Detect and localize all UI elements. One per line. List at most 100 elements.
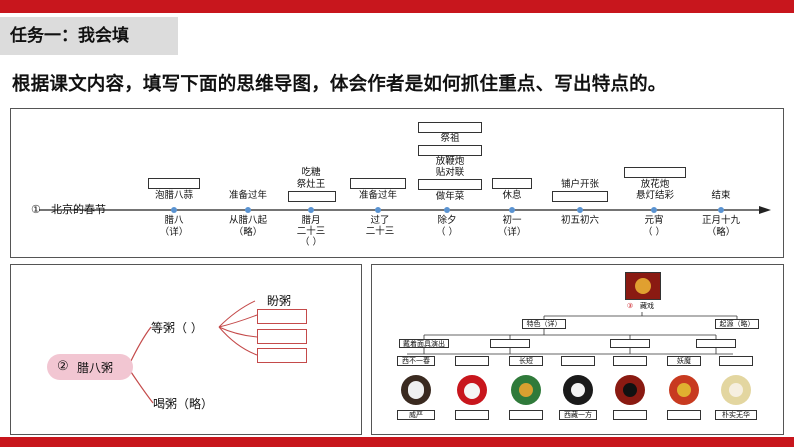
mask-image [563,375,593,405]
timeline-bottom-label: 腊月 [301,215,321,226]
tree-level1-right: 起源（略） [715,319,759,329]
task-title: 任务一：我会填 [0,17,178,55]
mask-image [511,375,541,405]
timeline-dot [171,207,177,213]
timeline-dot [509,207,515,213]
timeline-panel: ① 北京的春节 泡腊八蒜 腊八 （详） 准备过年 从腊八起 （略） 吃糖 祭灶王… [10,108,784,258]
tree-level1-left: 特色（详） [522,319,566,329]
timeline-bottom-label: （ ） [642,227,666,238]
timeline-top-label: 吃糖 [301,167,321,178]
top-red-bar [0,0,794,13]
mindmap-center-node [47,354,133,380]
tree-level2-box[interactable] [696,339,736,348]
timeline-blank-box[interactable] [350,178,406,189]
timeline-dot [444,207,450,213]
tree-level3-box[interactable] [719,356,753,366]
timeline-top-label: 做年菜 [435,191,465,202]
timeline-bottom-label: 正月十九 [701,215,740,226]
timeline-bottom-label: （略） [706,227,736,238]
mindmap-leaf1: 盼粥 [267,294,292,308]
timeline-bottom-label: 从腊八起 [228,215,267,226]
timeline-blank-box[interactable] [492,178,532,189]
tree-level3-box: 西不一春 [397,356,435,366]
mask-image [615,375,645,405]
tree-bottom-box: 朴实无华 [715,410,757,420]
timeline-bottom-label: （ ） [435,227,459,238]
mindmap-center-number: ② [57,359,69,374]
timeline-top-label: 泡腊八蒜 [154,190,193,201]
mindmap-panel: ② 腊八粥 等粥（ ） 盼粥 喝粥（略） [10,264,362,435]
timeline-dot [651,207,657,213]
timeline-bottom-label: （略） [233,227,263,238]
mask-image [401,375,431,405]
tree-level3-box[interactable] [455,356,489,366]
timeline-bottom-label: 二十三 [365,226,395,237]
tree-level3-box[interactable] [613,356,647,366]
tree-connectors [407,312,738,355]
timeline-root-number: ① [31,203,41,216]
tree-bottom-box[interactable] [667,410,701,420]
mask-image [669,375,699,405]
tree-level2-box[interactable] [610,339,650,348]
tree-root-number: ③ [624,302,636,312]
timeline-bottom-label: 初一 [502,215,522,226]
timeline-top-label: 休息 [502,190,522,201]
timeline-bottom-label: 除夕 [437,215,457,226]
timeline-dot [577,207,583,213]
tree-root-label: 藏戏 [636,302,658,312]
timeline-blank-box[interactable] [418,145,482,156]
timeline-top-label: 结束 [711,190,731,201]
mindmap-blank-box[interactable] [257,329,307,344]
timeline-blank-box[interactable] [288,191,336,202]
instruction-text: 根据课文内容，填写下面的思维导图，体会作者是如何抓住重点、写出特点的。 [12,74,667,95]
timeline-stack-label: 贴对联 [435,167,465,178]
timeline-dot [375,207,381,213]
timeline-blank-box[interactable] [552,191,608,202]
timeline-top-label: 祭灶王 [296,179,326,190]
timeline-blank-box[interactable] [418,179,482,190]
timeline-blank-box[interactable] [624,167,686,178]
tree-bottom-box: 威严 [397,410,435,420]
tree-level2-box[interactable] [490,339,530,348]
timeline-bottom-label: 二十三 [296,226,326,237]
mindmap-center-label: 腊八粥 [77,361,114,375]
timeline-top-label: 准备过年 [228,190,267,201]
mask-image [721,375,751,405]
timeline-stack-label: 放鞭炮 [435,156,465,167]
tree-panel: ③ 藏戏 特色（详） 起源（略） 戴着面具演出 西不一春 长短 妖魔 威严 西藏… [371,264,784,435]
timeline-dot [308,207,314,213]
timeline-stack-label: 祭祖 [440,133,460,144]
bottom-red-bar [0,437,794,447]
timeline-top-label: 铺户开张 [560,179,599,190]
timeline-top-label: 悬灯结彩 [635,190,674,201]
timeline-bottom-label: （ ） [299,237,323,248]
timeline-bottom-label: 初五初六 [560,215,599,226]
timeline-bottom-label: 过了 [370,215,390,226]
mindmap-blank-box[interactable] [257,309,307,324]
timeline-bottom-label: 元宵 [644,215,664,226]
timeline-top-label: 放花炮 [640,179,670,190]
tree-root-image [625,272,661,300]
mindmap-branch2: 喝粥（略） [153,397,214,411]
timeline-blank-box[interactable] [148,178,200,189]
mask-image [457,375,487,405]
timeline-bottom-label: （详） [497,227,527,238]
timeline-bottom-label: （详） [159,227,189,238]
timeline-dot [718,207,724,213]
tree-bottom-box[interactable] [455,410,489,420]
timeline-blank-box[interactable] [418,122,482,133]
timeline-top-label: 准备过年 [358,190,397,201]
mindmap-blank-box[interactable] [257,348,307,363]
tree-level2-box: 戴着面具演出 [399,339,449,348]
mindmap-branch1: 等粥（ ） [151,321,203,335]
tree-bottom-box[interactable] [509,410,543,420]
tree-bottom-box[interactable] [613,410,647,420]
tree-level3-box[interactable] [561,356,595,366]
tree-level3-box: 妖魔 [667,356,701,366]
timeline-root-label: 北京的春节 [51,203,106,216]
tree-level3-box: 长短 [509,356,543,366]
timeline-dot [245,207,251,213]
tree-bottom-box: 西藏一方 [559,410,597,420]
timeline-bottom-label: 腊八 [164,215,184,226]
timeline-axis [39,206,771,214]
